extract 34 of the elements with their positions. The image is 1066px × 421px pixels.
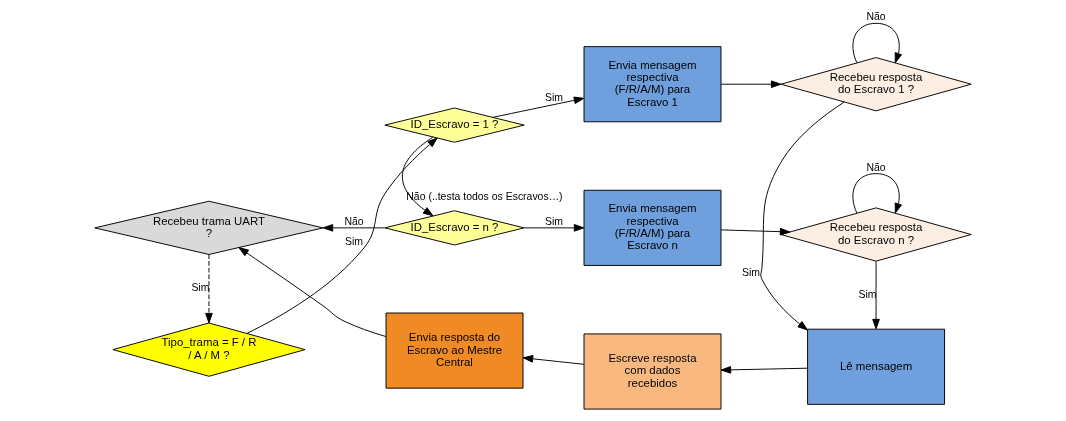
arrow [492, 96, 585, 118]
arrow [852, 22, 902, 64]
edge-label: Sim [741, 267, 760, 279]
arrow [523, 224, 585, 232]
edge-label: Sim [191, 282, 210, 294]
arrow [872, 261, 880, 330]
arrow [720, 366, 808, 374]
arrow [720, 80, 782, 88]
arrow [522, 355, 585, 365]
edge-label: Não (..testa todos os Escravos…) [406, 191, 563, 203]
edge-label: Sim [545, 92, 564, 104]
arrow [852, 173, 902, 214]
edge-label: Não [866, 11, 886, 23]
arrow [760, 101, 845, 331]
arrow [238, 247, 387, 337]
edge-label: Não [344, 215, 364, 227]
node-box: Envia resposta do Escravo ao Mestre Central [385, 312, 524, 389]
node-box: Envia mensagem respectiva (F/R/A/M) para Escravo n [583, 189, 722, 266]
edge-label: Sim [545, 215, 564, 227]
node-box: Escreve resposta com dados recebidos [583, 333, 722, 410]
node-diamond: ID_Escravo = n ? [384, 210, 525, 246]
arrow [402, 136, 434, 217]
node-diamond: Tipo_trama = F / R / A / M ? [112, 322, 306, 377]
arrow [246, 137, 438, 334]
node-box: Envia mensagem respectiva (F/R/A/M) para Escravo 1 [583, 46, 722, 123]
node-diamond: Recebeu resposta do Escravo 1 ? [780, 57, 972, 112]
arrow [720, 227, 791, 236]
node-box: Lê mensagem [807, 328, 946, 405]
edge-label: Não [866, 161, 886, 173]
edge-label: Sim [858, 288, 877, 300]
arrow [205, 254, 213, 324]
node-diamond: ID_Escravo = 1 ? [384, 107, 525, 143]
edge-label: Sim [345, 235, 364, 247]
arrow [322, 224, 386, 232]
